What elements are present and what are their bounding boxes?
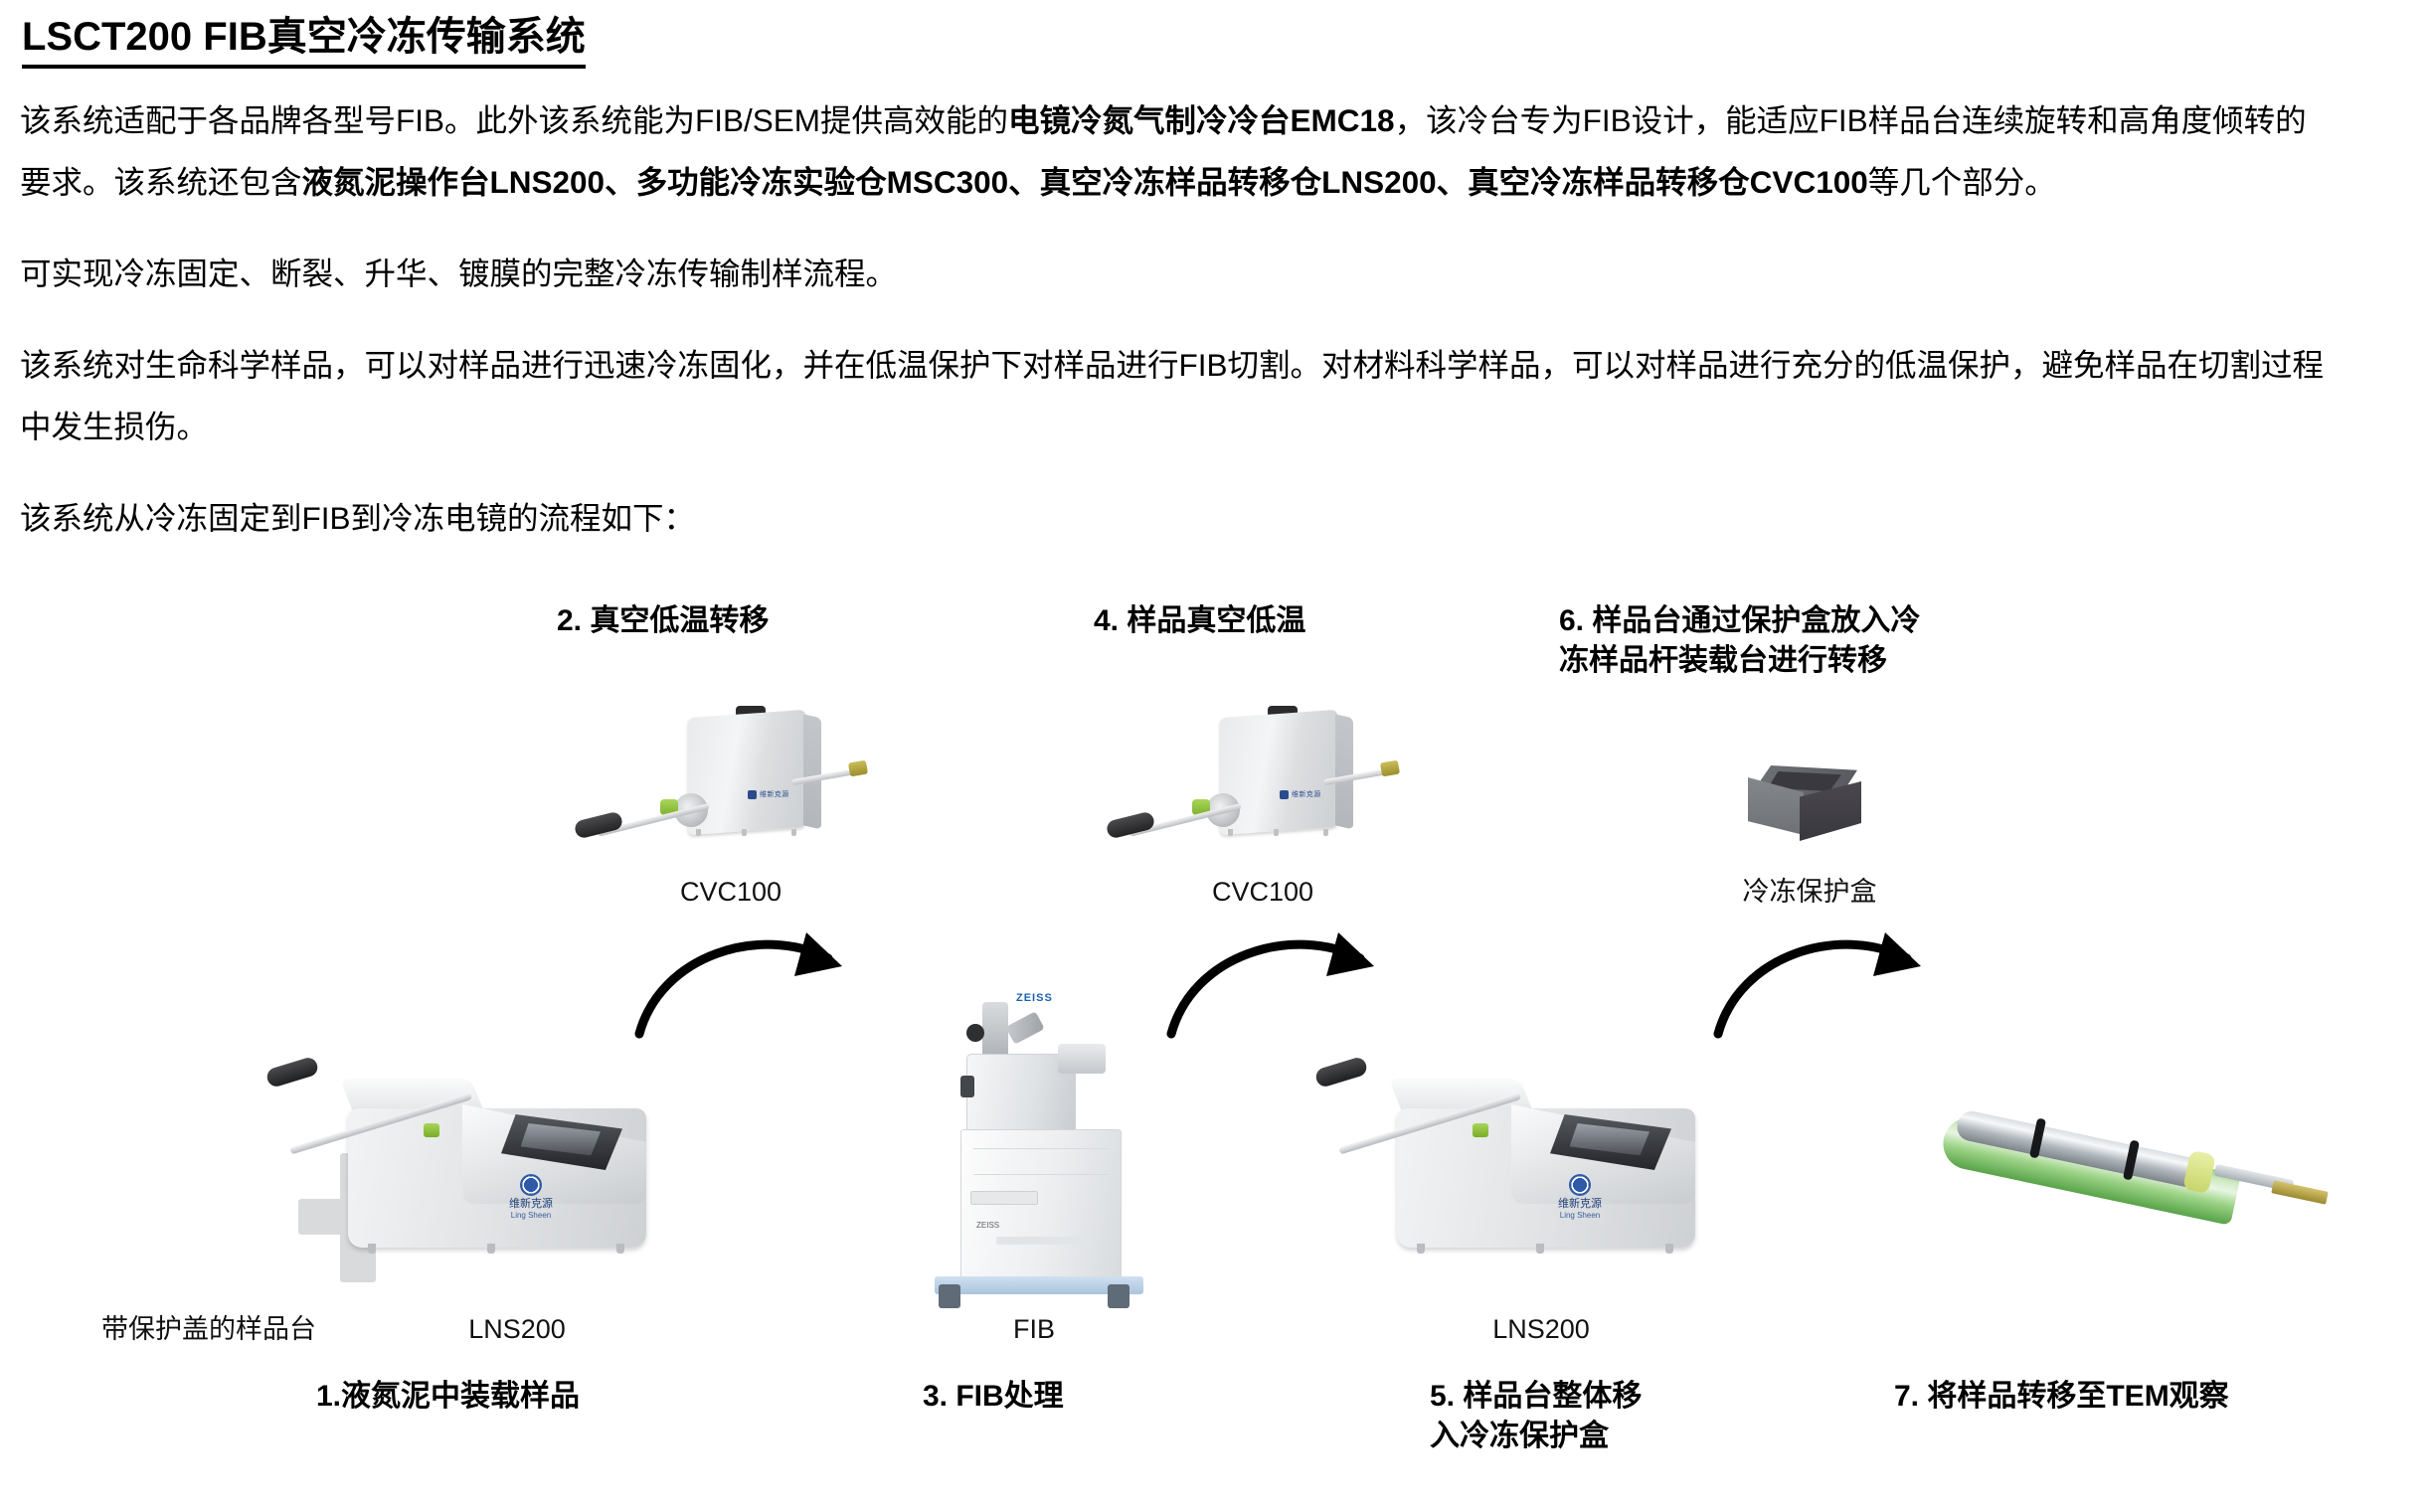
step-label-5: 5. 样品台整体移 入冷冻保护盒 [1430,1380,1643,1452]
fib-ion-column [982,1002,1008,1058]
fib-side-port [960,1076,974,1097]
text-run: 该系统从冷冻固定到FIB到冷冻电镜的流程如下： [20,500,696,536]
step-label-6: 6. 样品台通过保护盒放入冷 冻样品杆装载台进行转移 [1559,604,1921,677]
flow-arrow-2 [1166,932,1374,1039]
caption-cryo-box: 冷冻保护盒 [1742,877,1877,907]
cvc-feet [696,829,799,836]
step-label-4: 4. 样品真空低温 [1094,604,1306,637]
fib-vacuum-chamber [966,1054,1076,1135]
page-title: LSCT200 FIB真空冷冻传输系统 [22,15,586,70]
device-cvc100-2: 维新克源 [1105,706,1401,867]
device-cvc100-1: 维新克源 [573,706,869,867]
brand-mark-icon [520,1174,542,1196]
device-fib-sem: ZEISS ZEISS [905,984,1163,1312]
body-text-block: 该系统适配于各品牌各型号FIB。此外该系统能为FIB/SEM提供高效能的电镜冷氮… [20,89,2337,549]
fib-console-screen [996,1237,1084,1245]
lns-green-port [1473,1123,1488,1137]
cvc-right-tip [1379,759,1401,777]
fib-cabinet-door [970,1191,1038,1205]
text-run: ，该冷台专为FIB设计，能适应FIB样品台连续旋转和高角度倾转的要求。该系统还包… [20,102,2307,200]
fib-electron-column [1005,1011,1045,1045]
cvc-brand-logo: 维新克源 [748,789,803,805]
zeiss-logo: ZEISS [1016,992,1053,1004]
text-run: 该系统适配于各品牌各型号FIB。此外该系统能为FIB/SEM提供高效能的 [20,102,1009,138]
caption-cvc100-1: CVC100 [679,877,782,907]
lns-brand-sub: Ling Sheen [1559,1211,1601,1220]
device-lns200-2: 维新克源 Ling Sheen [1313,1049,1725,1277]
step-label-1: 1.液氮泥中装载样品 [316,1380,581,1413]
cvc-brand-logo: 维新克源 [1280,789,1335,805]
fib-leg [1108,1284,1129,1308]
emphasis-run: 液氮泥操作台LNS200、多功能冷冻实验仓MSC300、真空冷冻样品转移仓LNS… [301,164,1868,200]
step-label-2: 2. 真空低温转移 [557,604,770,637]
fib-knob-icon [966,1024,984,1042]
lns-brand-logo: 维新克源 Ling Sheen [1532,1174,1628,1222]
cvc-brand-name: 维新克源 [1292,791,1321,798]
step-label-7: 7. 将样品转移至TEM观察 [1894,1380,2229,1413]
paragraph-2: 可实现冷冻固定、断裂、升华、镀膜的完整冷冻传输制样流程。 [20,243,2337,304]
fib-detector [1058,1044,1106,1074]
text-run: 该系统对生命科学样品，可以对样品进行迅速冷冻固化，并在低温保护下对样品进行FIB… [20,347,2325,444]
lns-feet [1417,1244,1677,1254]
lns-brand-name: 维新克源 [509,1198,553,1210]
fib-cabinet [960,1129,1122,1282]
lns-feet [368,1244,628,1254]
device-cryo-box [1748,763,1867,853]
fib-console-brand: ZEISS [976,1221,1000,1230]
step-label-3: 3. FIB处理 [923,1380,1064,1413]
flow-arrow-3 [1713,932,1921,1039]
cryobox-inner-cavity [1768,771,1841,791]
lns-handle-grip [264,1055,320,1090]
caption-lns200-1: LNS200 [468,1314,566,1344]
lns-brand-logo: 维新克源 Ling Sheen [483,1174,579,1222]
device-tem-cryo-holder [1938,1069,2342,1238]
lns-green-port [424,1123,439,1137]
paragraph-4: 该系统从冷冻固定到FIB到冷冻电镜的流程如下： [20,487,2337,549]
temrod-specimen-blade [2271,1180,2329,1205]
caption-sample-holder: 带保护盖的样品台 [101,1314,316,1344]
device-lns200-1: 维新克源 Ling Sheen [264,1049,676,1277]
text-run: 等几个部分。 [1867,164,2056,200]
text-run: 可实现冷冻固定、断裂、升华、镀膜的完整冷冻传输制样流程。 [20,255,898,291]
cvc-feet [1228,829,1331,836]
lns-handle-grip [1313,1055,1369,1090]
emphasis-run: 电镜冷氮气制冷冷台EMC18 [1008,102,1395,138]
caption-lns200-2: LNS200 [1492,1314,1590,1344]
brand-mark-icon [1569,1174,1591,1196]
fib-leg [939,1284,960,1308]
lns-brand-sub: Ling Sheen [510,1211,552,1220]
fib-anti-vibration-platform [935,1276,1143,1294]
lns-brand-name: 维新克源 [1558,1198,1602,1210]
caption-cvc100-2: CVC100 [1211,877,1314,907]
paragraph-1: 该系统适配于各品牌各型号FIB。此外该系统能为FIB/SEM提供高效能的电镜冷氮… [20,89,2337,213]
cvc-brand-name: 维新克源 [760,791,789,798]
caption-fib: FIB [1012,1314,1055,1344]
flow-arrow-1 [634,932,842,1039]
cvc-right-tip [847,759,869,777]
paragraph-3: 该系统对生命科学样品，可以对样品进行迅速冷冻固化，并在低温保护下对样品进行FIB… [20,334,2337,457]
